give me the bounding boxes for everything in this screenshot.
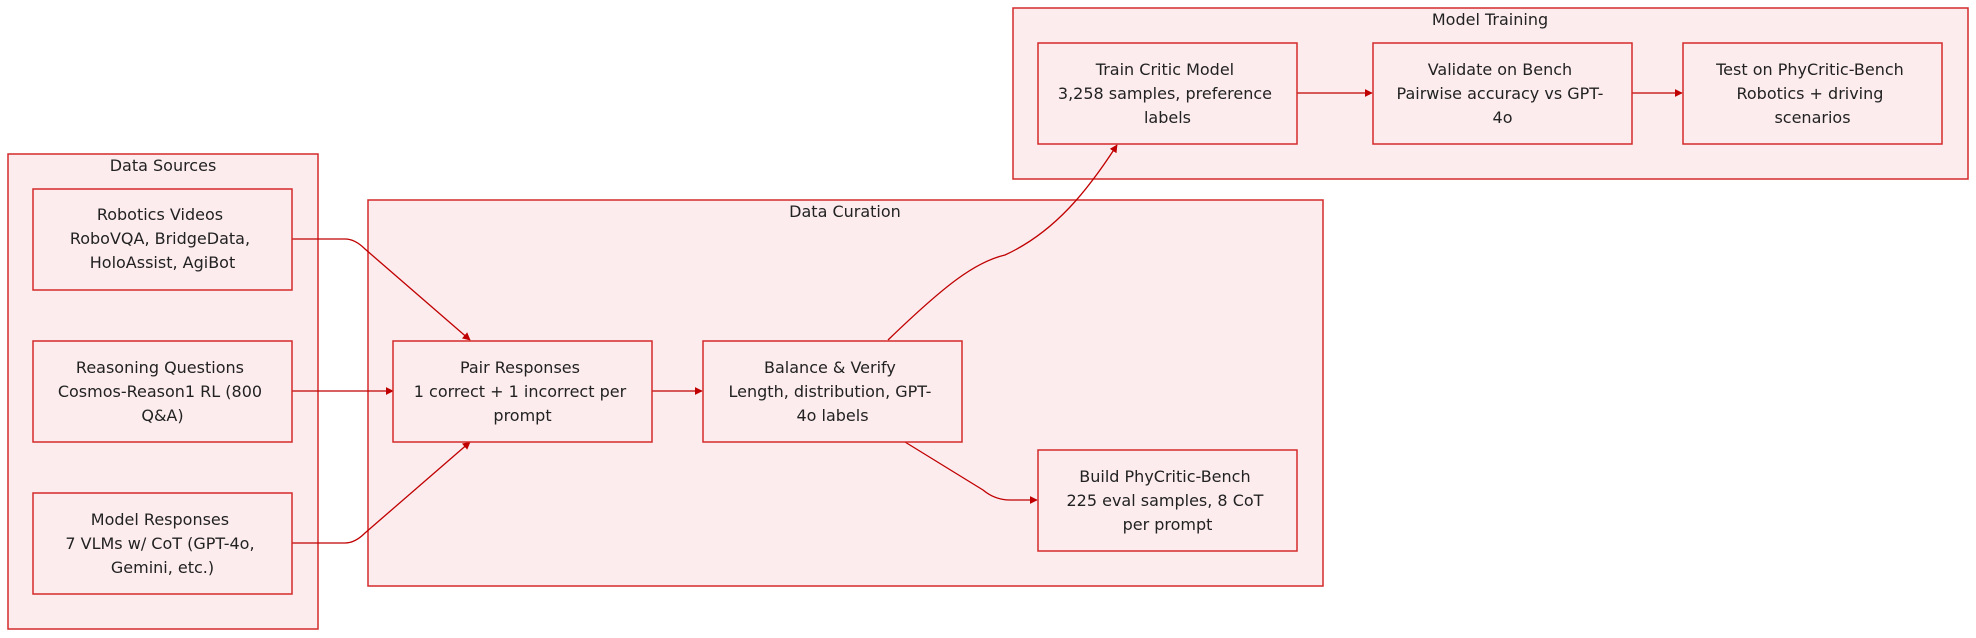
node-pair-responses-line-3: prompt xyxy=(493,406,551,425)
node-test-bench-line-2: Robotics + driving xyxy=(1736,84,1883,103)
node-build-bench-line-1: Build PhyCritic-Bench xyxy=(1079,467,1250,486)
node-robotics-videos-line-1: Robotics Videos xyxy=(97,205,223,224)
node-validate-bench[interactable]: Validate on Bench Pairwise accuracy vs G… xyxy=(1372,42,1633,145)
node-robotics-videos[interactable]: Robotics Videos RoboVQA, BridgeData, Hol… xyxy=(32,188,293,291)
node-balance-verify[interactable]: Balance & Verify Length, distribution, G… xyxy=(702,340,963,443)
node-balance-verify-line-3: 4o labels xyxy=(796,406,868,425)
node-model-responses[interactable]: Model Responses 7 VLMs w/ CoT (GPT-4o, G… xyxy=(32,492,293,595)
node-build-bench[interactable]: Build PhyCritic-Bench 225 eval samples, … xyxy=(1037,449,1298,552)
node-build-bench-line-3: per prompt xyxy=(1123,515,1213,534)
node-pair-responses-line-2: 1 correct + 1 incorrect per xyxy=(414,382,627,401)
edge-balance-verify-to-train-critic xyxy=(887,144,1118,341)
node-robotics-videos-line-3: HoloAssist, AgiBot xyxy=(90,253,235,272)
node-reasoning-questions-line-3: Q&A) xyxy=(141,406,183,425)
edge-robotics-videos-to-pair-responses xyxy=(292,238,471,341)
node-balance-verify-line-1: Balance & Verify xyxy=(764,358,896,377)
node-train-critic[interactable]: Train Critic Model 3,258 samples, prefer… xyxy=(1037,42,1298,145)
edge-model-responses-to-pair-responses xyxy=(292,441,471,544)
node-pair-responses-line-1: Pair Responses xyxy=(460,358,580,377)
svg-text:Model Responses 7 VLMs w: Model Responses 7 VLMs w/ CoT (GPT-4o, G… xyxy=(65,510,259,577)
svg-text:Reasoning Questions Cosm: Reasoning Questions Cosmos-Reason1 RL (8… xyxy=(58,358,267,425)
svg-text:Test on PhyCritic-Bench: Test on PhyCritic-Bench Robotics + drivi… xyxy=(1715,60,1909,127)
node-train-critic-line-1: Train Critic Model xyxy=(1095,60,1234,79)
svg-text:Pair Responses 1 correct: Pair Responses 1 correct + 1 incorrect p… xyxy=(414,358,632,425)
cluster-title-data-sources: Data Sources xyxy=(110,156,217,175)
edges xyxy=(292,89,1683,544)
node-train-critic-line-2: 3,258 samples, preference xyxy=(1058,84,1272,103)
svg-text:Train Critic Model 3,258: Train Critic Model 3,258 samples, prefer… xyxy=(1058,60,1277,127)
node-reasoning-questions[interactable]: Reasoning Questions Cosmos-Reason1 RL (8… xyxy=(32,340,293,443)
node-reasoning-questions-line-2: Cosmos-Reason1 RL (800 xyxy=(58,382,262,401)
node-validate-bench-line-3: 4o xyxy=(1493,108,1513,127)
node-train-critic-line-3: labels xyxy=(1144,108,1191,127)
node-test-bench-line-3: scenarios xyxy=(1774,108,1850,127)
node-model-responses-line-1: Model Responses xyxy=(91,510,229,529)
svg-text:Robotics Videos RoboVQA,: Robotics Videos RoboVQA, BridgeData, Hol… xyxy=(70,205,255,272)
cluster-title-model-training: Model Training xyxy=(1432,10,1548,29)
edge-balance-verify-to-build-bench xyxy=(904,441,1038,504)
node-model-responses-line-3: Gemini, etc.) xyxy=(111,558,214,577)
node-robotics-videos-line-2: RoboVQA, BridgeData, xyxy=(70,229,250,248)
cluster-title-data-curation: Data Curation xyxy=(789,202,901,221)
svg-text:Build PhyCritic-Bench 22: Build PhyCritic-Bench 225 eval samples, … xyxy=(1066,467,1268,534)
node-balance-verify-line-2: Length, distribution, GPT- xyxy=(729,382,932,401)
node-build-bench-line-2: 225 eval samples, 8 CoT xyxy=(1066,491,1263,510)
svg-text:Validate on Bench Pairwi: Validate on Bench Pairwise accuracy vs G… xyxy=(1397,60,1609,127)
node-model-responses-line-2: 7 VLMs w/ CoT (GPT-4o, xyxy=(65,534,254,553)
node-reasoning-questions-line-1: Reasoning Questions xyxy=(76,358,244,377)
node-test-bench[interactable]: Test on PhyCritic-Bench Robotics + drivi… xyxy=(1682,42,1943,145)
node-validate-bench-line-2: Pairwise accuracy vs GPT- xyxy=(1397,84,1604,103)
svg-text:Balance & Verify Length,: Balance & Verify Length, distribution, G… xyxy=(729,358,937,425)
node-validate-bench-line-1: Validate on Bench xyxy=(1428,60,1572,79)
node-test-bench-line-1: Test on PhyCritic-Bench xyxy=(1715,60,1904,79)
node-pair-responses[interactable]: Pair Responses 1 correct + 1 incorrect p… xyxy=(392,340,653,443)
